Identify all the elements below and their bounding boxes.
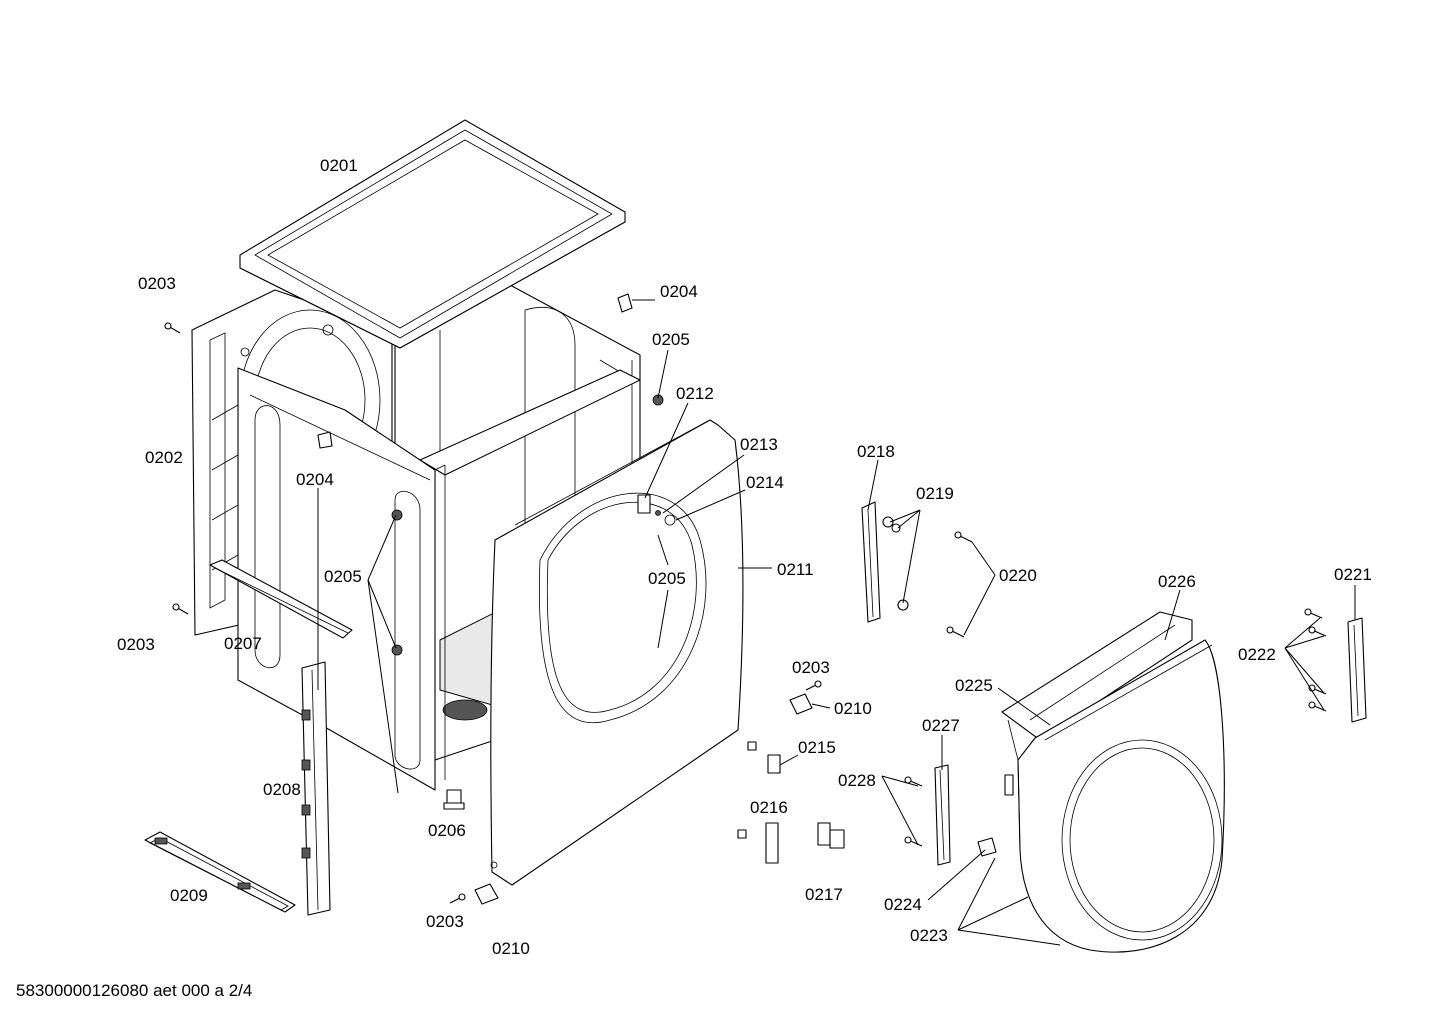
callout-labels: 0201 0203 0202 0203 0207 0204 0205 0208 … (117, 156, 1372, 958)
label-0202: 0202 (145, 448, 183, 467)
label-0218: 0218 (857, 442, 895, 461)
label-0215: 0215 (798, 738, 836, 757)
label-0208: 0208 (263, 780, 301, 799)
screw-icon (954, 531, 973, 543)
label-0222: 0222 (1238, 645, 1276, 664)
label-0227: 0227 (922, 716, 960, 735)
label-0207: 0207 (224, 634, 262, 653)
screw-icon (946, 626, 965, 638)
label-0224: 0224 (884, 895, 922, 914)
top-cover-0201 (239, 119, 626, 349)
label-0210-bottom: 0210 (492, 939, 530, 958)
screw-icon (172, 603, 189, 615)
label-0203-bottom: 0203 (426, 912, 464, 931)
label-0226: 0226 (1158, 572, 1196, 591)
screw-icon (805, 680, 822, 691)
strip-0208 (301, 661, 331, 916)
screw-icon (1308, 626, 1327, 637)
screw-icon (1304, 608, 1323, 619)
screw-icon (904, 836, 923, 847)
label-0204-left: 0204 (296, 470, 334, 489)
leader-lines (317, 299, 1356, 946)
label-0216: 0216 (750, 798, 788, 817)
door-assembly (1001, 611, 1225, 953)
label-0217: 0217 (805, 885, 843, 904)
label-0203-top-left: 0203 (138, 274, 176, 293)
label-0228: 0228 (838, 771, 876, 790)
label-0205-left: 0205 (324, 567, 362, 586)
label-0203-left: 0203 (117, 635, 155, 654)
label-0205-top: 0205 (652, 330, 690, 349)
rail-0207 (209, 559, 353, 639)
label-0204-top: 0204 (660, 282, 698, 301)
label-0206: 0206 (428, 821, 466, 840)
label-0205-front: 0205 (648, 569, 686, 588)
label-0209: 0209 (170, 886, 208, 905)
small-hardware (164, 293, 1367, 905)
label-0213: 0213 (740, 435, 778, 454)
label-0210-right: 0210 (834, 699, 872, 718)
screw-icon (449, 893, 466, 904)
label-0201: 0201 (320, 156, 358, 175)
screw-icon (164, 322, 181, 334)
front-panel-0211 (490, 419, 744, 886)
label-0223: 0223 (910, 926, 948, 945)
label-0220: 0220 (999, 566, 1037, 585)
label-0203-right: 0203 (792, 658, 830, 677)
label-0211: 0211 (777, 560, 814, 579)
label-0212: 0212 (676, 384, 714, 403)
label-0219: 0219 (916, 484, 954, 503)
label-0225: 0225 (955, 676, 993, 695)
drawing-reference-footer: 58300000126080 aet 000 a 2/4 (16, 981, 253, 1000)
label-0214: 0214 (746, 473, 784, 492)
base-rail-0209 (144, 831, 296, 913)
label-0221: 0221 (1334, 565, 1372, 584)
